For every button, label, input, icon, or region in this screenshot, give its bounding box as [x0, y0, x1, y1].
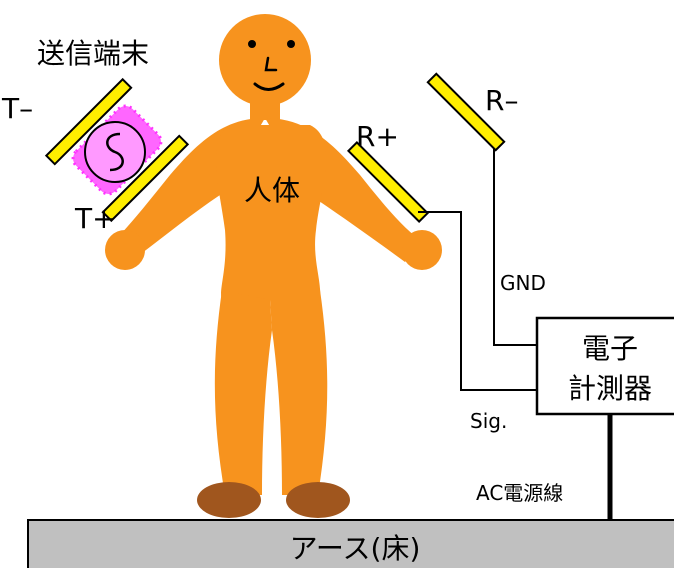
electrode-r-plus: [346, 140, 430, 224]
sig-label: Sig.: [470, 409, 507, 433]
t-minus-label: T–: [1, 92, 33, 125]
ac-source-symbol: [84, 121, 146, 183]
signal-wire: [418, 211, 537, 391]
right-shoe: [286, 482, 350, 518]
torso: [215, 125, 327, 300]
wires: [418, 148, 537, 391]
r-minus-label: R–: [485, 84, 518, 117]
neck: [250, 100, 280, 120]
gnd-wire: [493, 148, 537, 346]
electronic-instrument: 電子 計測器: [535, 316, 674, 416]
r-plus-label: R+: [356, 120, 399, 153]
head: [219, 14, 311, 106]
left-shoe: [197, 482, 261, 518]
electrode-t-minus: [44, 77, 133, 166]
transmitter-label: 送信端末: [37, 37, 149, 70]
t-plus-label: T+: [74, 202, 116, 235]
electrode-t-plus: [101, 134, 190, 223]
instrument-label-line1: 電子: [582, 332, 638, 365]
right-leg: [270, 290, 328, 495]
smiley-face-icon: [248, 40, 295, 91]
left-leg: [214, 290, 272, 495]
instrument-label-line2: 計測器: [568, 372, 652, 405]
left-hand: [105, 230, 145, 270]
ground-floor: アース(床): [27, 519, 674, 568]
ac-power-label: AC電源線: [476, 481, 563, 505]
ground-label: アース(床): [290, 532, 421, 565]
right-hand: [402, 230, 442, 270]
human-body: [105, 14, 442, 495]
gnd-label: GND: [500, 271, 546, 295]
body-label: 人体: [244, 174, 300, 207]
electrode-r-minus: [426, 72, 506, 152]
